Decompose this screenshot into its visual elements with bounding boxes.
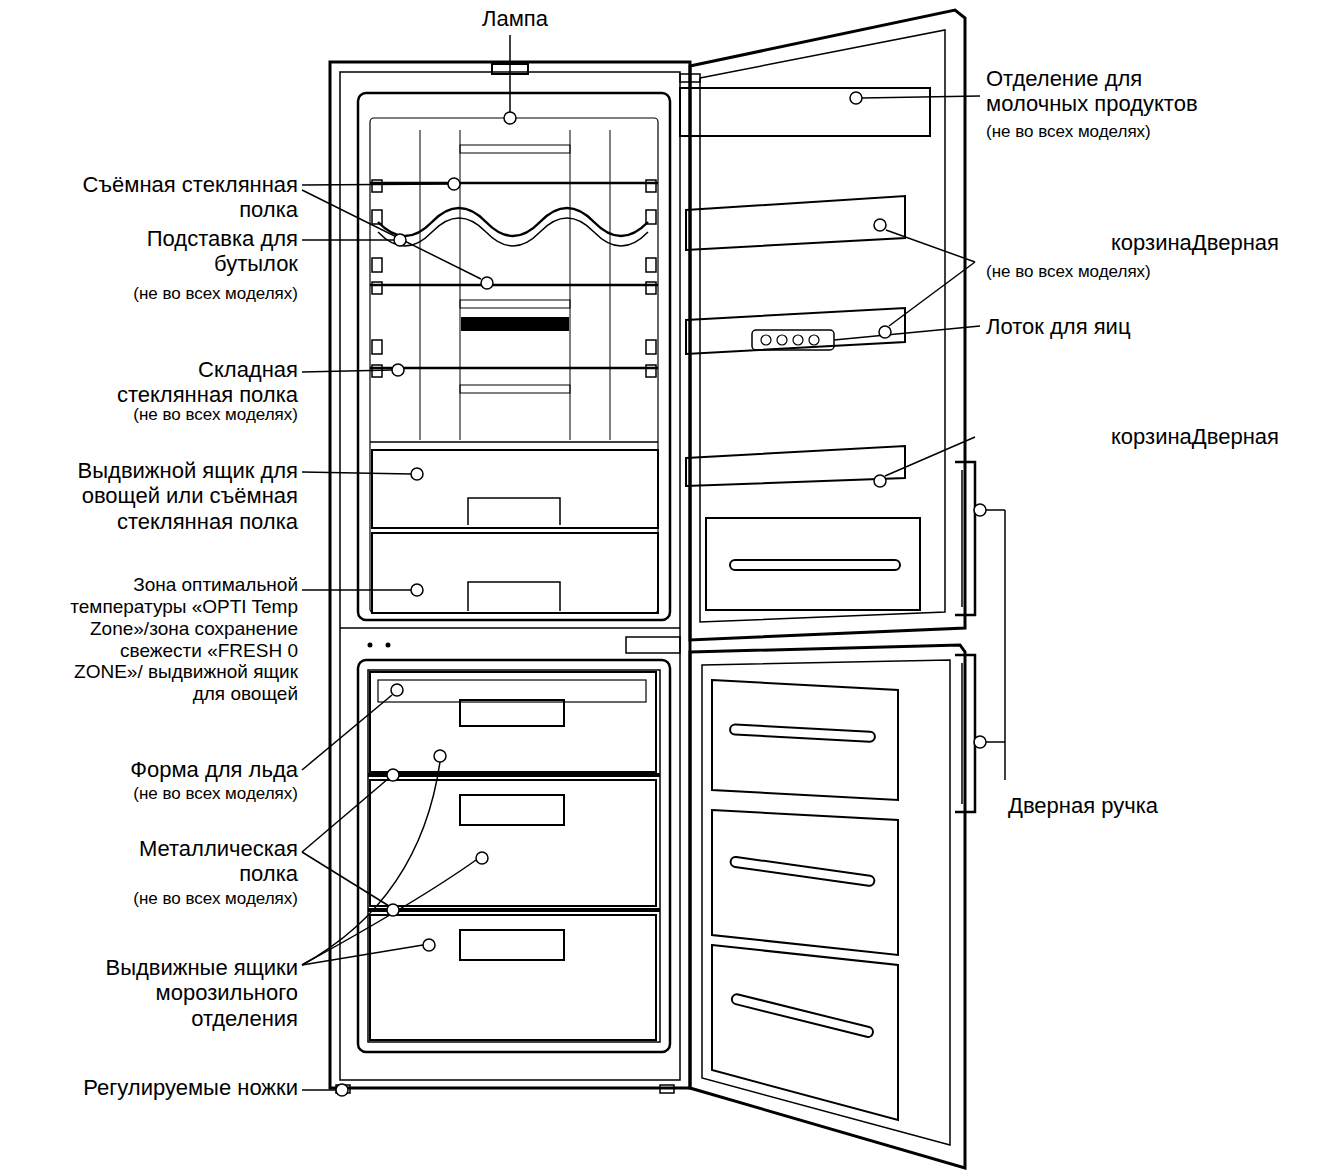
part-label: Лампа — [465, 6, 565, 31]
part-label: Лоток для яиц — [986, 314, 1226, 339]
leader-dots — [336, 92, 986, 1096]
part-label: Выдвижной ящик для овощей или съёмная ст… — [63, 458, 298, 534]
part-label: Зона оптимальной температуры «OPTI Temp … — [48, 574, 298, 705]
leader-lines — [302, 35, 1005, 1090]
part-label: Выдвижные ящики морозильного отделения — [98, 955, 298, 1031]
part-label: Подставка для бутылок — [98, 226, 298, 277]
model-note: (не во всех моделях) — [58, 284, 298, 304]
model-note: (не во всех моделях) — [58, 405, 298, 425]
model-note: (не во всех моделях) — [58, 889, 298, 909]
part-label: Отделение для молочных продуктов — [986, 66, 1226, 117]
part-label: Металлическая полка — [78, 836, 298, 887]
part-label: корзинаДверная — [1111, 424, 1326, 449]
part-label: Форма для льда — [58, 757, 298, 782]
part-label: Складная стеклянная полка — [88, 357, 298, 408]
part-label: корзинаДверная — [1111, 230, 1326, 255]
part-label: Дверная ручка — [1008, 793, 1208, 818]
model-note: (не во всех моделях) — [58, 784, 298, 804]
model-note: (не во всех моделях) — [986, 122, 1226, 142]
model-note: (не во всех моделях) — [986, 262, 1226, 282]
part-label: Съёмная стеклянная полка — [58, 172, 298, 223]
part-label: Регулируемые ножки — [48, 1075, 298, 1100]
